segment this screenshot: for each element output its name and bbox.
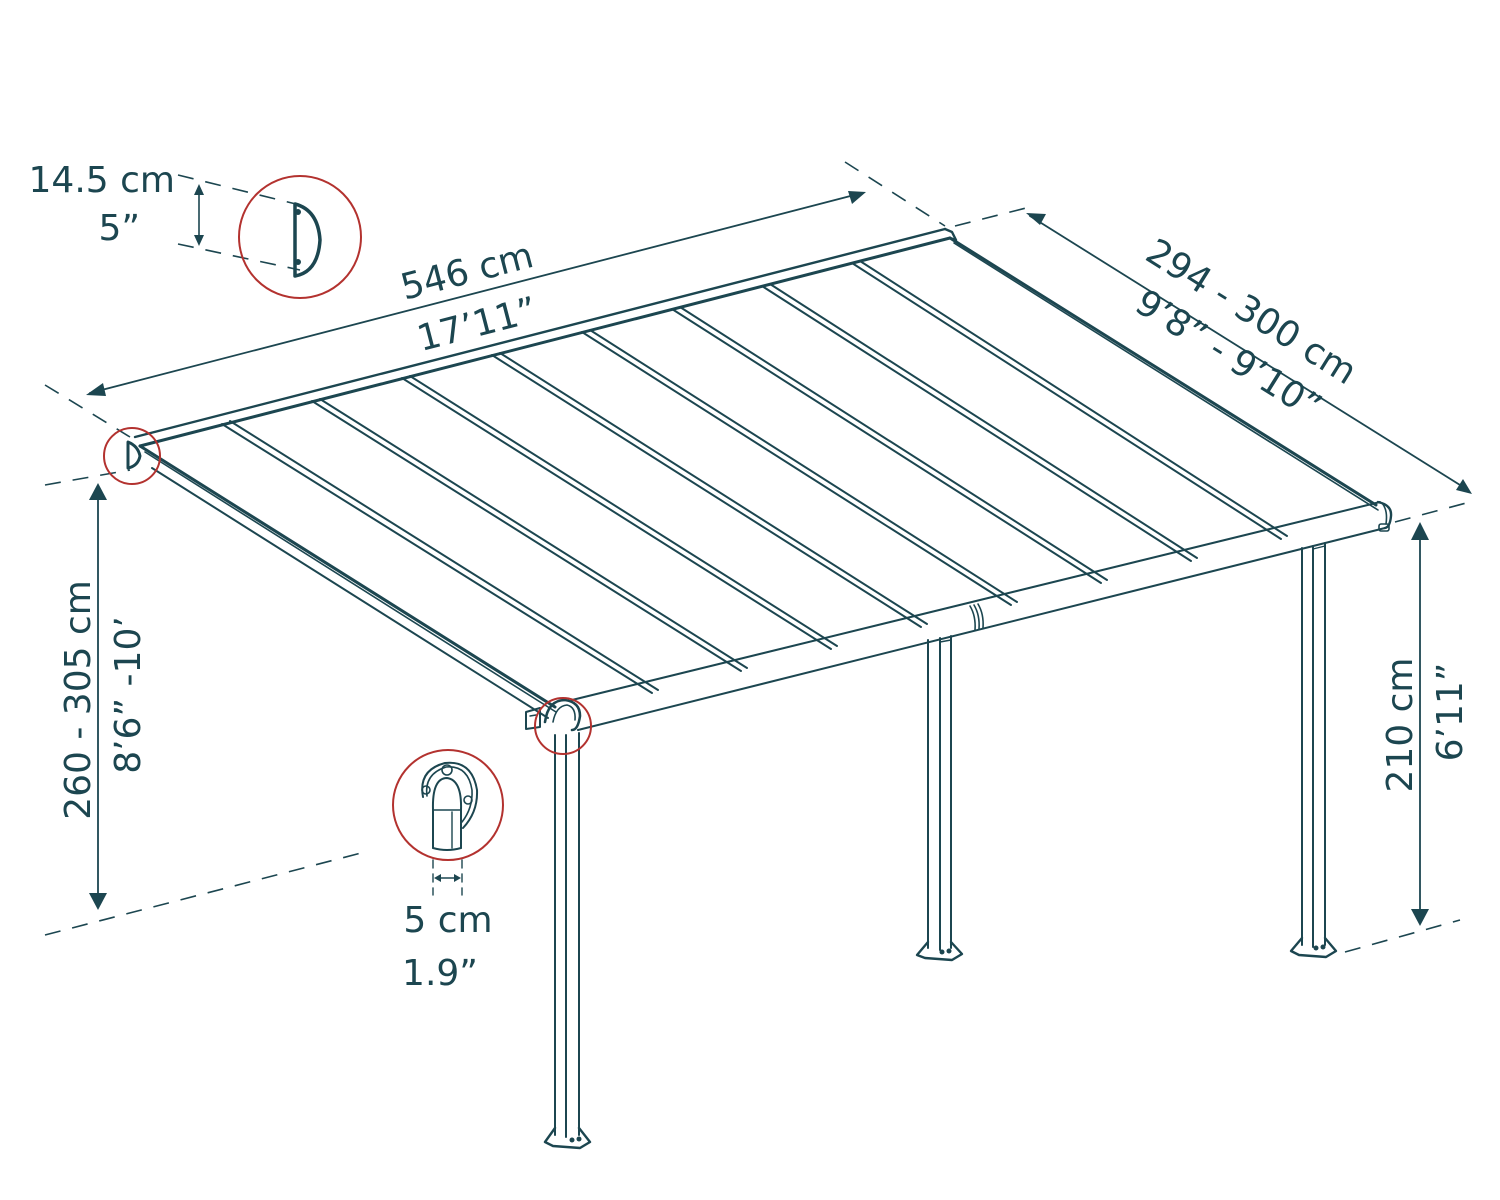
- front-height-metric: 210 cm: [1380, 657, 1421, 792]
- roof-panel-bars: [221, 260, 1288, 694]
- post-right: [1289, 542, 1338, 959]
- dimension-labels: 14.5 cm 5” 546 cm 17’11” 294 - 300 cm 9’…: [29, 160, 1471, 994]
- wall-profile-detail: [238, 175, 362, 299]
- dimension-arrows: [86, 184, 1472, 926]
- extension-lines: [44, 161, 1471, 953]
- post-middle: [915, 635, 964, 962]
- post-left: [543, 732, 592, 1150]
- roof-frame: [133, 227, 1393, 732]
- profile-height-imperial: 5”: [98, 208, 140, 249]
- gutter-corner-detail: [534, 697, 592, 755]
- downpipe-imperial: 1.9”: [402, 953, 478, 994]
- downpipe-metric: 5 cm: [403, 900, 492, 941]
- posts: [543, 542, 1338, 1150]
- profile-height-metric: 14.5 cm: [29, 160, 175, 201]
- rear-profile-detail: [103, 427, 161, 485]
- wall-height-imperial: 8’6” -10’: [108, 616, 149, 774]
- front-height-imperial: 6’11”: [1430, 663, 1471, 762]
- wall-height-metric: 260 - 305 cm: [58, 580, 99, 820]
- downpipe-detail: [392, 749, 504, 861]
